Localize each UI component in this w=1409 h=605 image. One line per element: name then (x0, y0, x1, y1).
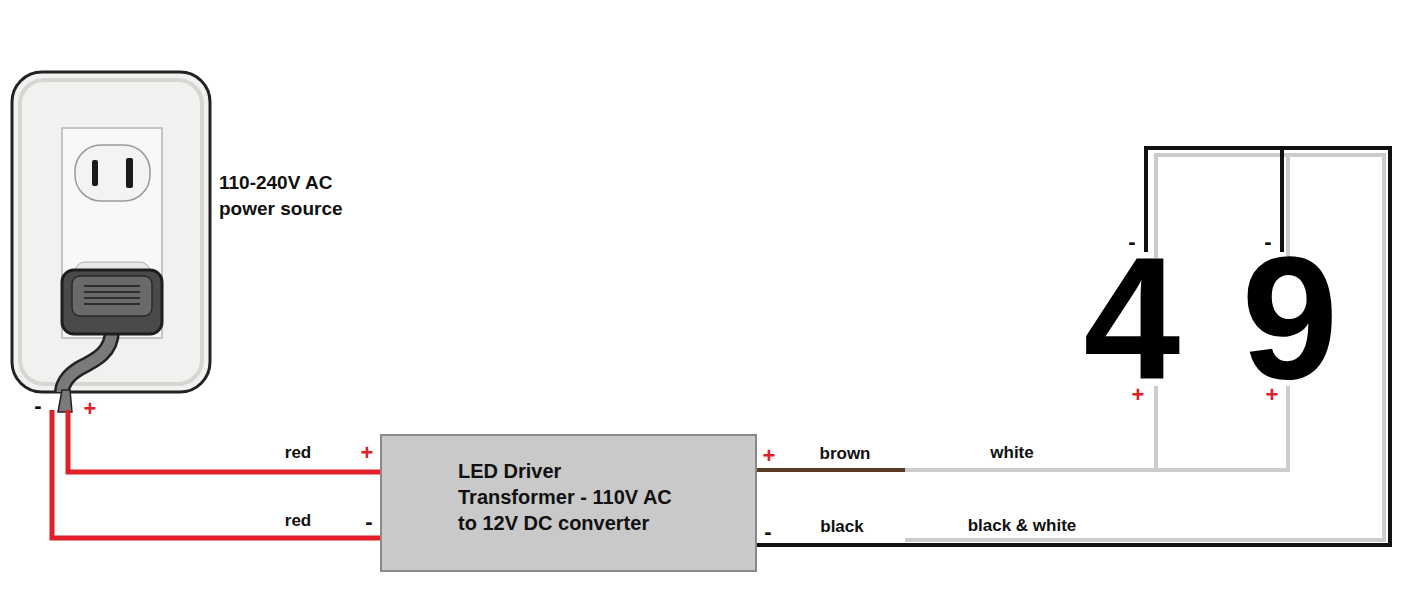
plug-grip (72, 276, 152, 316)
wire-label: white (990, 443, 1033, 463)
polarity-mark: - (764, 519, 771, 544)
polarity-mark: - (34, 393, 41, 418)
node-heading: LED Driver (458, 458, 686, 484)
polarity-mark: - (365, 509, 372, 534)
wire-label: red (282, 443, 314, 463)
red-wire (52, 410, 380, 538)
slot (126, 158, 133, 188)
outlet-plate (12, 72, 210, 392)
outlet-face (62, 128, 162, 338)
polarity-mark: + (1266, 382, 1279, 407)
red-wire (68, 410, 380, 472)
power-cord (62, 330, 112, 392)
power-cord (62, 330, 112, 392)
wire-label: black & white (968, 516, 1077, 536)
driver-box: LED DriverTransformer - 110V AC to 12V D… (380, 434, 757, 572)
wire-label: black (820, 517, 863, 537)
power-cord (58, 390, 72, 412)
digit-sign: 4 (1084, 231, 1181, 405)
node-body: Transformer - 110V AC to 12V DC converte… (458, 484, 686, 536)
polarity-mark: + (361, 440, 374, 465)
polarity-mark: + (763, 443, 776, 468)
plug-grip (84, 286, 140, 304)
plug (62, 270, 162, 334)
black-wire (757, 148, 1390, 545)
slot (92, 160, 98, 186)
polarity-mark: + (1132, 382, 1145, 407)
wire-label: red (282, 511, 314, 531)
wires (757, 148, 1390, 545)
wire-label: brown (820, 444, 871, 464)
digit-sign: 9 (1242, 231, 1339, 405)
outlet-node: 110-240V AC power source (12, 72, 210, 410)
node-heading: 110-240V AC power source (219, 170, 371, 222)
receptacle (75, 145, 150, 201)
polarity-mark: + (84, 396, 97, 421)
brown-wire (757, 468, 907, 472)
wall-outlet (12, 72, 210, 412)
